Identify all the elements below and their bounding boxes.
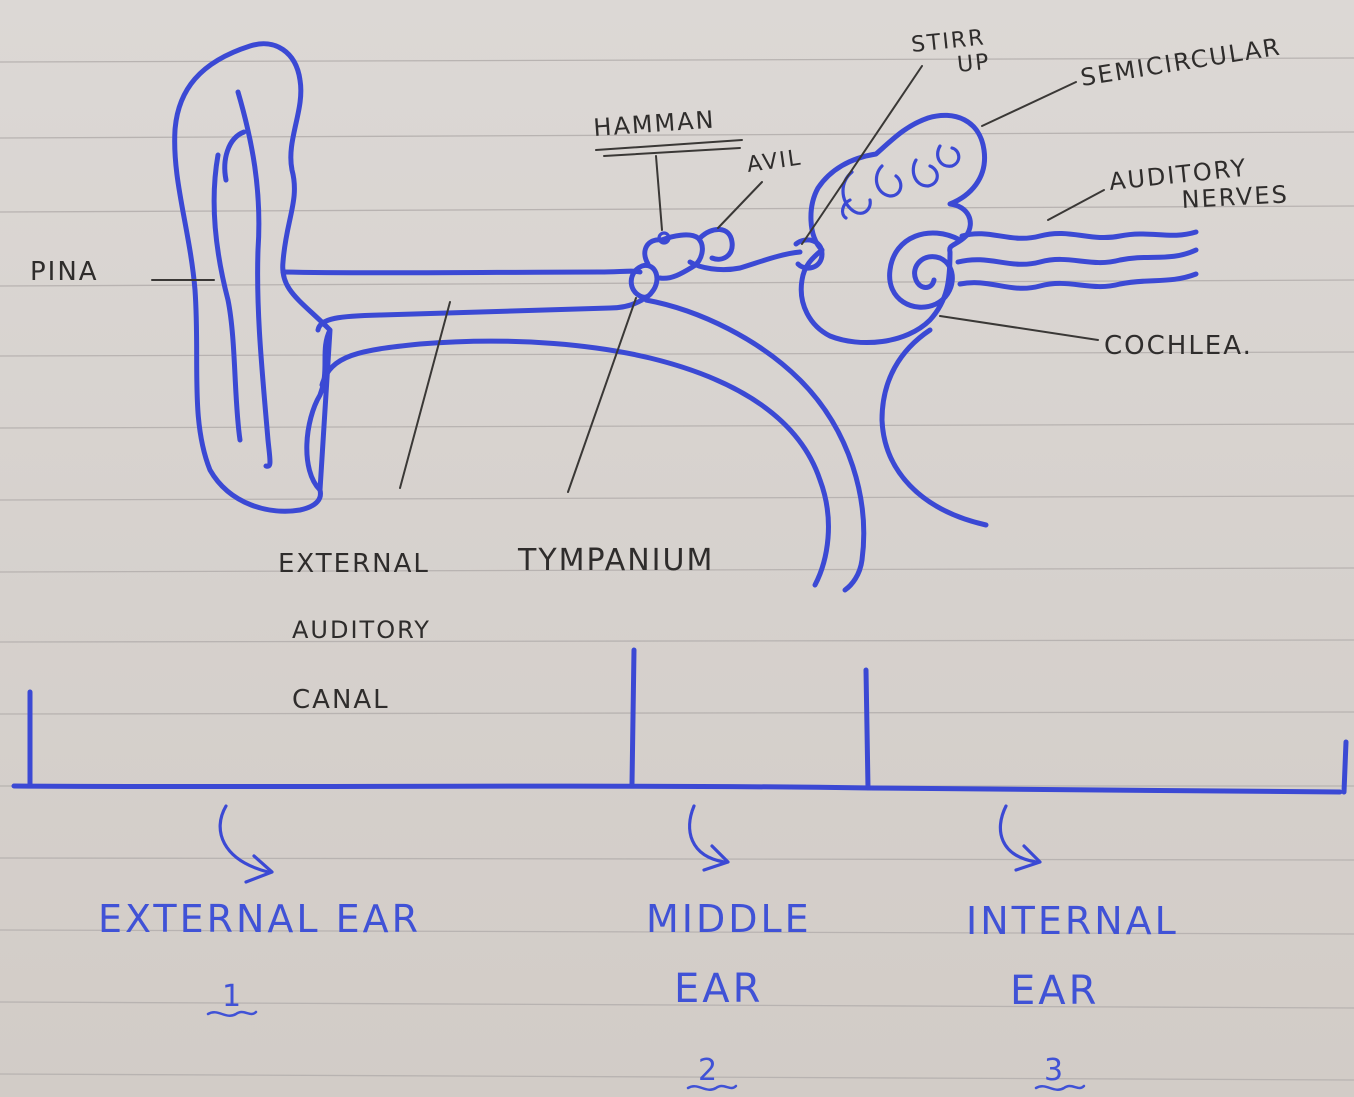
label-auditory-nerves-2: NERVES <box>1181 180 1290 214</box>
inner-ear-drawing <box>801 115 986 525</box>
section-internal-title-1: INTERNAL <box>966 899 1179 943</box>
section-external-number: 1 <box>222 979 244 1014</box>
section-titles: EXTERNAL EAR 1 MIDDLE EAR 2 INTERNAL EAR… <box>98 897 1179 1090</box>
section-middle-title-2: EAR <box>674 966 763 1012</box>
auditory-nerves-drawing <box>958 232 1196 288</box>
anatomy-labels: PINA HAMMAN AVIL STIRR UP SEMICIRCULAR A… <box>30 25 1289 715</box>
ossicles-drawing <box>631 229 822 297</box>
label-stirrup-2: UP <box>956 50 992 78</box>
label-tympanum: TYMPANIUM <box>517 543 714 578</box>
section-bracket <box>14 650 1346 792</box>
section-external-title: EXTERNAL EAR <box>98 897 421 941</box>
label-canal-2: AUDITORY <box>292 616 431 644</box>
label-hammer: HAMMAN <box>592 106 716 142</box>
section-internal-number: 3 <box>1044 1053 1066 1088</box>
label-canal-1: EXTERNAL <box>278 549 430 579</box>
label-canal-3: CANAL <box>292 685 390 715</box>
section-middle-title-1: MIDDLE <box>646 897 812 941</box>
label-cochlea: COCHLEA. <box>1104 331 1253 361</box>
label-anvil: AVIL <box>745 145 803 177</box>
pinna-drawing <box>175 44 330 511</box>
section-arrows <box>220 806 1040 882</box>
label-semicircular: SEMICIRCULAR <box>1079 33 1284 92</box>
label-pinna: PINA <box>30 257 99 287</box>
section-internal-title-2: EAR <box>1010 968 1099 1014</box>
section-middle-number: 2 <box>698 1053 720 1088</box>
